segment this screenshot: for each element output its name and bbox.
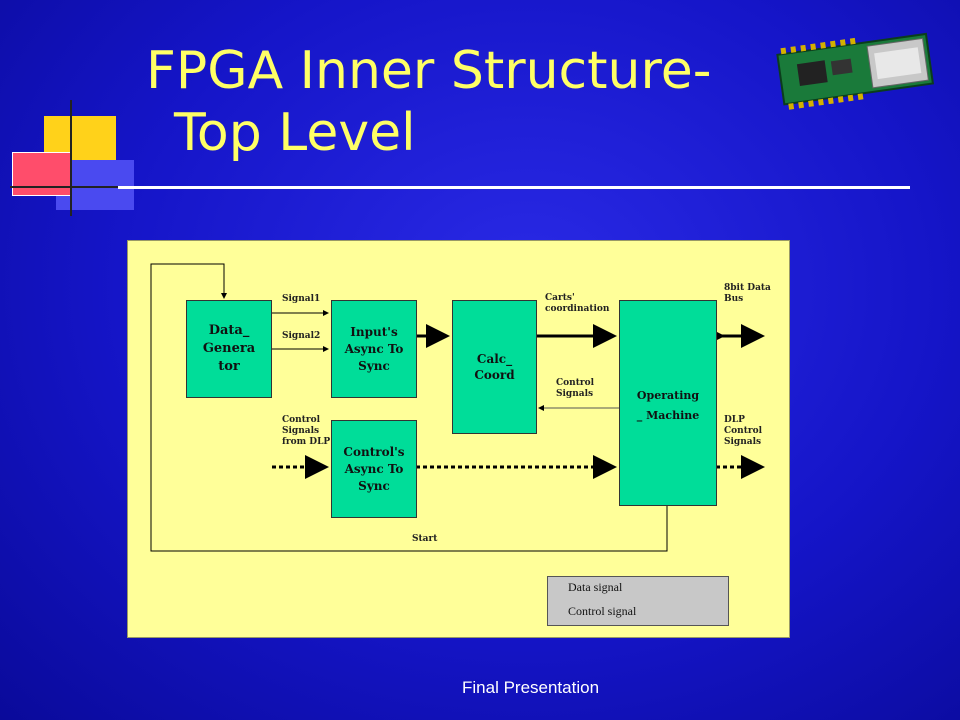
carts-coordination-label: Carts' coordination	[545, 293, 610, 314]
controls-async-sync-label: Control's Async To Sync	[343, 444, 405, 493]
start-label: Start	[412, 534, 438, 544]
legend-data-signal: Data signal	[568, 580, 623, 594]
signal1-label: Signal1	[282, 294, 321, 304]
start-loop-line	[150, 263, 668, 552]
control-from-dlp-label: Control Signals from DLP	[282, 415, 331, 447]
controls-async-sync-block: Control's Async To Sync	[331, 420, 417, 518]
operating-machine-block: Operating _ Machine	[619, 300, 717, 506]
decorative-squares	[10, 100, 140, 220]
title-rule	[118, 186, 910, 189]
data-generator-block: Data_ Genera tor	[186, 300, 272, 398]
data-bus-label: 8bit Data Bus	[724, 283, 784, 305]
control-signals-label: Control Signals	[556, 378, 595, 399]
inputs-async-sync-label: Input's Async To Sync	[344, 324, 404, 373]
slide-title: FPGA Inner Structure- Top Level	[146, 40, 766, 164]
operating-machine-label: Operating _ Machine	[636, 389, 700, 422]
footer-text: Final Presentation	[462, 678, 600, 697]
fpga-board-image	[776, 32, 935, 110]
calc-coord-block: Calc_ Coord	[452, 300, 537, 434]
diagram-legend: Data signal Control signal	[547, 576, 729, 626]
data-generator-label: Data_ Genera tor	[202, 323, 256, 374]
signal2-label: Signal2	[282, 331, 321, 341]
title-line-1: FPGA Inner Structure-	[146, 41, 712, 101]
dlp-control-label: DLP Control Signals	[724, 415, 763, 447]
calc-coord-label: Calc_ Coord	[474, 352, 515, 382]
inputs-async-sync-block: Input's Async To Sync	[331, 300, 417, 398]
legend-control-signal: Control signal	[568, 604, 637, 618]
title-line-2: Top Level	[174, 103, 416, 163]
data-bus-text: 8bit Data Bus	[724, 283, 771, 304]
